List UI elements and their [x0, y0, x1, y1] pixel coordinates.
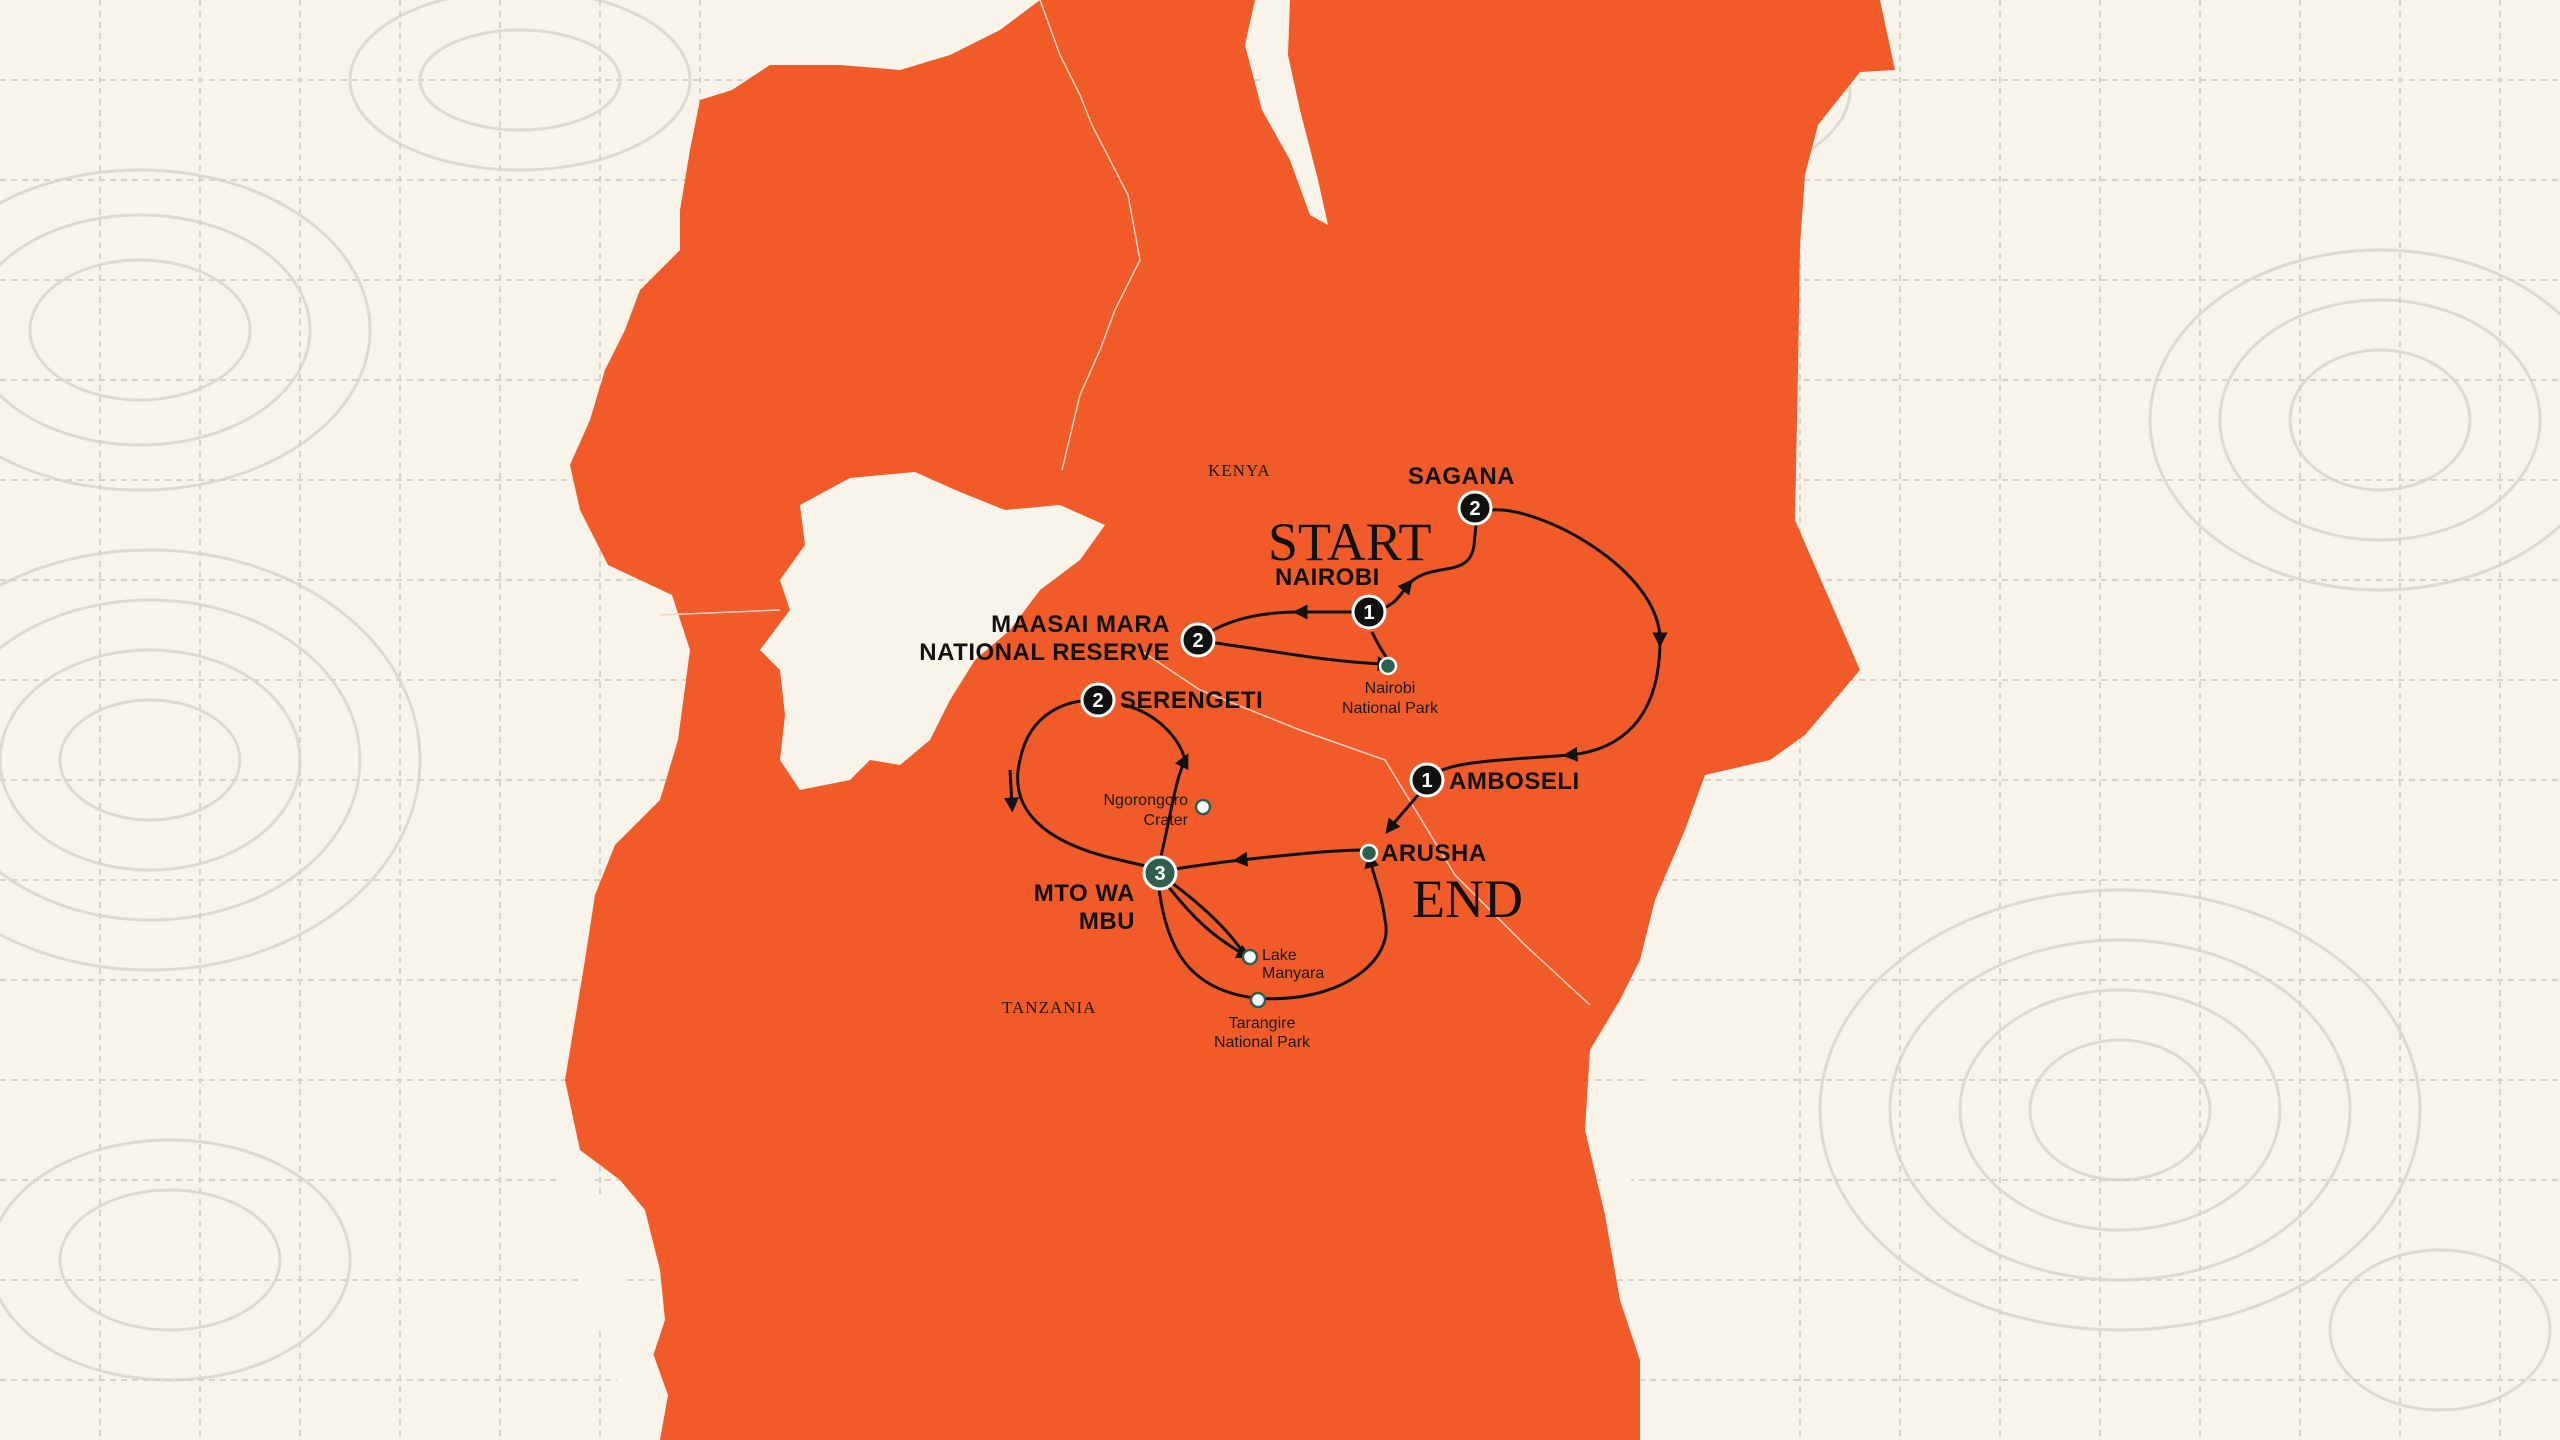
tarangire-label-line2: National Park: [1214, 1034, 1311, 1051]
lake-manyara-marker: [1241, 948, 1259, 966]
nairobi-label: NAIROBI: [1275, 564, 1380, 591]
country-label-kenya: KENYA: [1208, 461, 1271, 480]
nairobi-np-label-line2: National Park: [1342, 700, 1439, 717]
mto-wa-mbu-label-line2: MBU: [1079, 908, 1135, 935]
country-borders: [659, 0, 1591, 1006]
lake-turkana: [1258, 0, 1328, 225]
sagana-nights: 2: [1469, 498, 1480, 520]
tarangire-marker: [1249, 991, 1267, 1009]
ngorongoro-label-line2: Crater: [1144, 812, 1189, 829]
arusha-marker: [1359, 843, 1379, 863]
serengeti-nights: 2: [1092, 690, 1103, 712]
nairobi-badge: 1: [1351, 594, 1387, 630]
maasai-mara-label-line2: NATIONAL RESERVE: [919, 639, 1170, 666]
amboseli-badge: 1: [1409, 762, 1445, 798]
zanzibar-island: [1600, 1130, 1632, 1205]
arusha-label: ARUSHA: [1381, 840, 1487, 867]
stop-badges: 1 2 2 2 1 3: [1080, 490, 1493, 891]
nairobi-np-label-line1: Nairobi: [1365, 680, 1416, 697]
maasai-mara-nights: 2: [1192, 630, 1203, 652]
start-label: START: [1268, 512, 1431, 572]
sagana-badge: 2: [1457, 490, 1493, 526]
end-label: END: [1412, 869, 1523, 929]
amboseli-label: AMBOSELI: [1449, 768, 1580, 795]
ngorongoro-label-line1: Ngorongoro: [1104, 792, 1189, 809]
tarangire-label-line1: Tarangire: [1229, 1015, 1296, 1032]
pemba-island: [1643, 1030, 1670, 1100]
mto-wa-mbu-nights: 3: [1154, 863, 1165, 885]
mto-wa-mbu-badge: 3: [1142, 855, 1178, 891]
country-label-tanzania: TANZANIA: [1002, 998, 1096, 1017]
nairobi-nights: 1: [1363, 602, 1374, 624]
sagana-label: SAGANA: [1408, 463, 1515, 490]
lake-manyara-label-line1: Lake: [1262, 947, 1297, 964]
lake-manyara-label-line2: Manyara: [1262, 965, 1324, 982]
land-mass: [565, 0, 1895, 1440]
lake-tanganyika: [555, 1130, 668, 1440]
lake-victoria: [760, 472, 1105, 790]
amboseli-nights: 1: [1421, 770, 1432, 792]
poi-markers: [1194, 656, 1398, 1009]
maasai-mara-label-line1: MAASAI MARA: [991, 611, 1170, 638]
serengeti-label: SERENGETI: [1120, 687, 1263, 714]
ngorongoro-marker: [1194, 798, 1212, 816]
mto-wa-mbu-label-line1: MTO WA: [1034, 880, 1135, 907]
nairobi-np-marker: [1378, 656, 1398, 676]
serengeti-badge: 2: [1080, 682, 1116, 718]
maasai-mara-badge: 2: [1180, 622, 1216, 658]
